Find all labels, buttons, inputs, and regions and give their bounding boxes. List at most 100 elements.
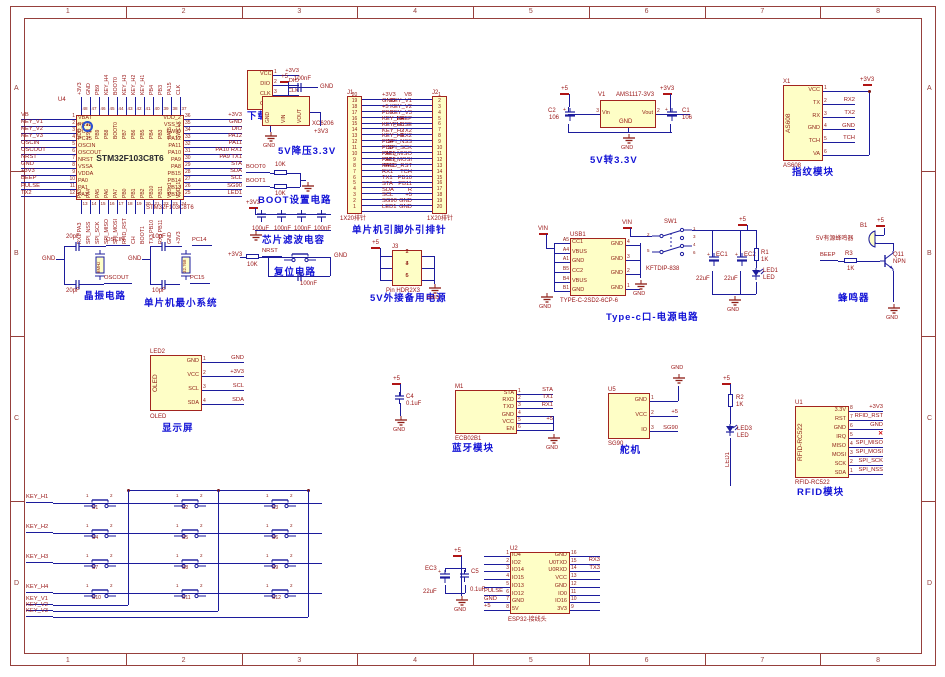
resistor[interactable] — [246, 254, 259, 259]
component-dl[interactable] — [247, 70, 273, 110]
power-port-label: VIN — [622, 220, 633, 226]
wire — [268, 257, 269, 276]
net-label: +5 — [382, 103, 389, 110]
capacitor-electrolytic[interactable]: + — [707, 252, 720, 266]
net-label: SPI_MISO — [855, 439, 883, 446]
wire — [756, 230, 757, 248]
capacitor[interactable] — [294, 83, 306, 92]
push-button-S8[interactable] — [174, 556, 206, 570]
frame-tick — [704, 654, 706, 666]
push-button[interactable] — [284, 250, 316, 264]
pin-name: CC1 — [572, 238, 584, 245]
pin-wire — [568, 114, 600, 115]
wire — [320, 112, 321, 126]
pin-number: 8 — [438, 133, 441, 140]
push-button-S3[interactable] — [264, 496, 296, 510]
component-V1[interactable] — [600, 100, 656, 128]
capacitor[interactable] — [317, 210, 326, 222]
component-X1[interactable] — [783, 85, 823, 161]
capacitor[interactable] — [294, 272, 306, 281]
push-button-S7[interactable] — [84, 556, 116, 570]
gnd-symbol — [395, 416, 407, 426]
push-button-S5[interactable] — [174, 526, 206, 540]
component-XC6206[interactable] — [262, 96, 310, 126]
push-button-S4[interactable] — [84, 526, 116, 540]
wire — [300, 180, 306, 181]
pin-wire — [21, 168, 76, 170]
gnd-symbol — [302, 182, 314, 192]
push-button-S9[interactable] — [264, 556, 296, 570]
pin-name: IO4 — [512, 551, 521, 558]
pin-name: SWIO — [166, 128, 181, 135]
text-label: GND — [334, 253, 348, 259]
wire — [445, 568, 465, 569]
push-button-S10[interactable] — [84, 586, 116, 600]
push-button-S11[interactable] — [174, 586, 206, 600]
pin-CC1: A5 — [554, 237, 570, 246]
component-U1[interactable] — [795, 406, 849, 478]
component-J1[interactable] — [347, 96, 362, 214]
resistor[interactable] — [274, 170, 287, 175]
component-U4[interactable] — [76, 115, 184, 200]
component-U2[interactable] — [510, 552, 570, 614]
wire — [400, 403, 401, 416]
crystal-symbol[interactable] — [94, 250, 106, 280]
led-symbol[interactable] — [750, 268, 765, 282]
pin-wire — [554, 262, 570, 264]
resistor[interactable] — [844, 258, 857, 263]
led-symbol[interactable] — [724, 424, 739, 438]
power-bar — [538, 233, 548, 235]
capacitor-electrolytic[interactable]: + — [735, 252, 748, 266]
component-J3[interactable] — [392, 250, 422, 286]
component-USB1[interactable] — [570, 238, 626, 296]
capacitor[interactable] — [257, 210, 266, 222]
resistor[interactable] — [754, 248, 759, 261]
pin-number: 4 — [506, 573, 509, 580]
pin-name: OSCOUT — [78, 149, 102, 156]
text-label: 100uF — [252, 226, 270, 232]
component-J2[interactable] — [432, 96, 447, 214]
text-label: C1 — [682, 108, 690, 114]
text-label: +3V3 — [228, 252, 243, 258]
frame-col-label: 2 — [181, 8, 186, 15]
crystal-value: 32.768 — [182, 259, 187, 273]
capacitor[interactable] — [395, 392, 404, 404]
net-label: STA — [382, 180, 393, 187]
component-U5[interactable] — [608, 393, 650, 439]
component-LED2[interactable] — [150, 355, 202, 411]
wire — [380, 248, 381, 254]
resistor[interactable] — [274, 184, 287, 189]
pin-number: 7 — [72, 155, 75, 162]
capacitor[interactable] — [158, 280, 170, 289]
frame-col-label: 3 — [297, 8, 302, 15]
capacitor-electrolytic[interactable]: + — [665, 107, 678, 121]
capacitor[interactable] — [460, 570, 469, 582]
pin-wire — [570, 602, 600, 604]
transistor-npn[interactable] — [880, 251, 894, 271]
net-label: +5 — [405, 192, 412, 199]
crystal-symbol[interactable] — [180, 250, 192, 280]
frame-col-label: 8 — [876, 657, 881, 664]
buzzer-symbol[interactable] — [862, 230, 876, 248]
pin-name: PB11 — [157, 186, 164, 198]
pin-number: 6 — [353, 174, 356, 181]
pin-number: 6 — [72, 147, 75, 154]
capacitor-electrolytic[interactable]: + — [563, 107, 576, 121]
capacitor[interactable] — [277, 210, 286, 222]
pin-number: 1 — [438, 91, 441, 98]
push-button-S2[interactable] — [174, 496, 206, 510]
push-button-S6[interactable] — [264, 526, 296, 540]
capacitor-electrolytic[interactable]: + — [438, 569, 451, 583]
wire — [308, 490, 309, 617]
component-M1[interactable] — [455, 390, 517, 434]
resistor[interactable] — [728, 394, 733, 407]
push-button-S1[interactable] — [84, 496, 116, 510]
power-bar — [862, 84, 872, 86]
switch-dpdt[interactable] — [652, 226, 698, 262]
capacitor[interactable] — [297, 210, 306, 222]
push-button-S12[interactable] — [264, 586, 296, 600]
